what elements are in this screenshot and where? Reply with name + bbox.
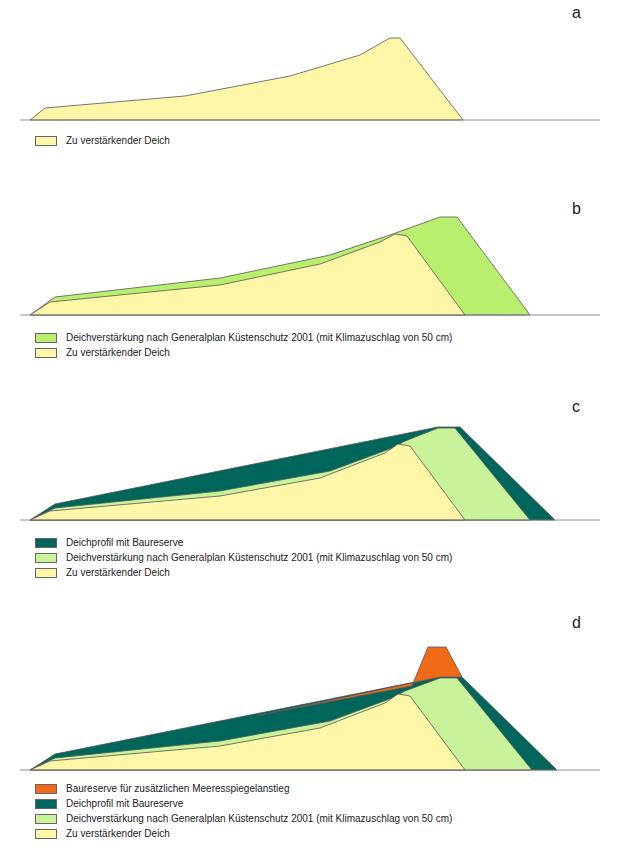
legend-entry: Deichprofil mit Baureserve [35, 536, 183, 549]
legend-swatch [35, 568, 57, 578]
legend-text: Zu verstärkender Deich [66, 134, 170, 147]
legend-text: Baureserve für zusätzlichen Meeresspiege… [66, 782, 289, 795]
ground-line [20, 520, 600, 521]
legend-text: Deichverstärkung nach Generalplan Küsten… [66, 812, 452, 825]
legend-entry: Zu verstärkender Deich [35, 346, 170, 359]
legend-entry: Zu verstärkender Deich [35, 566, 170, 579]
legend-entry: Baureserve für zusätzlichen Meeresspiege… [35, 782, 289, 795]
panel-letter: c [572, 398, 580, 416]
dike-profile-reserve [30, 427, 555, 520]
dike-reinforcement [30, 678, 532, 770]
legend-swatch [35, 348, 57, 358]
existing-dike [30, 444, 465, 520]
legend-entry: Deichverstärkung nach Generalplan Küsten… [35, 551, 452, 564]
legend-entry: Deichverstärkung nach Generalplan Küsten… [35, 331, 452, 344]
legend-text: Zu verstärkender Deich [66, 827, 170, 840]
legend-entry: Zu verstärkender Deich [35, 134, 170, 147]
legend-entry: Zu verstärkender Deich [35, 827, 170, 840]
dike-reinforcement [30, 428, 530, 520]
legend-text: Deichprofil mit Baureserve [66, 536, 183, 549]
existing-dike [30, 38, 463, 120]
ground-line [20, 770, 600, 771]
legend-text: Zu verstärkender Deich [66, 346, 170, 359]
ground-line [20, 315, 600, 316]
legend-swatch [35, 829, 57, 839]
legend-swatch [35, 333, 57, 343]
ground-line [20, 120, 600, 121]
existing-dike [30, 694, 465, 770]
legend-text: Deichverstärkung nach Generalplan Küsten… [66, 331, 452, 344]
legend-text: Deichverstärkung nach Generalplan Küsten… [66, 551, 452, 564]
legend-swatch [35, 784, 57, 794]
dike-reinforcement [30, 217, 530, 315]
legend-text: Deichprofil mit Baureserve [66, 797, 183, 810]
legend-swatch [35, 553, 57, 563]
existing-dike [30, 234, 465, 315]
legend-entry: Deichprofil mit Baureserve [35, 797, 183, 810]
legend-swatch [35, 814, 57, 824]
panel-letter: a [572, 4, 581, 22]
dike-profile-reserve [30, 677, 557, 770]
legend-swatch [35, 799, 57, 809]
legend-text: Zu verstärkender Deich [66, 566, 170, 579]
legend-swatch [35, 136, 57, 146]
legend-swatch [35, 538, 57, 548]
panel-letter: d [572, 614, 581, 632]
legend-entry: Deichverstärkung nach Generalplan Küsten… [35, 812, 452, 825]
panel-letter: b [572, 200, 581, 218]
